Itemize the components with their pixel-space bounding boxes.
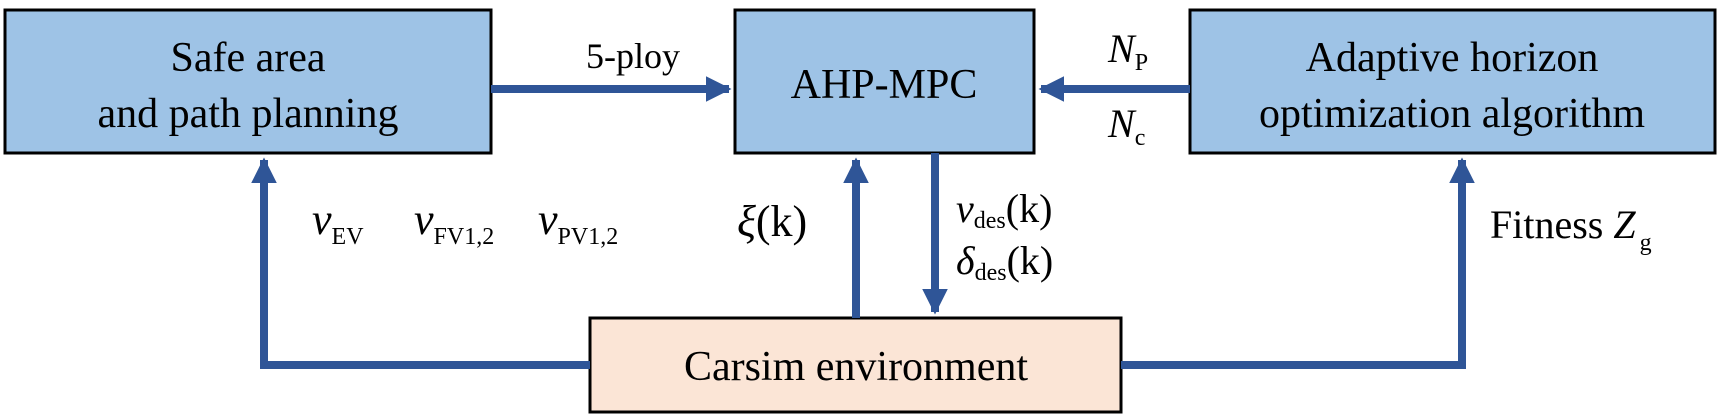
v-fv-label: vFV1,2: [414, 195, 494, 250]
np-subscript: P: [1135, 50, 1148, 76]
v-ev-subscript: EV: [332, 224, 365, 250]
arrow-carsim-to-safe-area: [251, 157, 590, 369]
safe-area-label-line1: Safe area: [170, 35, 325, 81]
v-fv-subscript: FV1,2: [434, 224, 495, 250]
delta-des-argument: (k): [1007, 238, 1054, 283]
v-pv-subscript: PV1,2: [558, 224, 619, 250]
fitness-symbol: Z: [1613, 202, 1636, 247]
safe-area-block: [3, 8, 493, 155]
xi-argument: (k): [756, 197, 807, 246]
ahp-mpc-block: [733, 8, 1036, 155]
delta-des-label: δdes(k): [956, 238, 1053, 286]
v-des-argument: (k): [1006, 186, 1053, 231]
xi-label: ξ(k): [737, 197, 807, 246]
np-label: NP: [1107, 26, 1148, 76]
v-des-label: vdes(k): [956, 186, 1052, 234]
adaptive-horizon-block: [1188, 8, 1717, 155]
v-des-subscript: des: [974, 208, 1006, 234]
fitness-prefix: Fitness: [1490, 202, 1613, 247]
carsim-label: Carsim environment: [684, 344, 1028, 390]
v-fv-symbol: v: [414, 195, 434, 244]
delta-des-symbol: δ: [956, 238, 976, 283]
v-pv-symbol: v: [538, 195, 558, 244]
v-ev-symbol: v: [312, 195, 332, 244]
delta-des-subscript: des: [975, 260, 1007, 286]
fitness-subscript: g: [1640, 230, 1652, 256]
xi-symbol: ξ: [737, 197, 756, 246]
five-ploy-label: 5-ploy: [586, 36, 680, 76]
ahp-mpc-label: AHP-MPC: [791, 62, 978, 108]
v-des-symbol: v: [956, 186, 974, 231]
safe-area-label-line2: and path planning: [98, 91, 399, 137]
np-symbol: N: [1107, 26, 1137, 71]
v-ev-label: vEV: [312, 195, 364, 250]
nc-label: Nc: [1107, 101, 1145, 151]
nc-symbol: N: [1107, 101, 1137, 146]
adaptive-label-line1: Adaptive horizon: [1306, 35, 1599, 81]
arrow-carsim-to-adaptive: [1121, 157, 1475, 369]
nc-subscript: c: [1135, 125, 1146, 151]
adaptive-label-line2: optimization algorithm: [1259, 91, 1645, 137]
v-pv-label: vPV1,2: [538, 195, 618, 250]
